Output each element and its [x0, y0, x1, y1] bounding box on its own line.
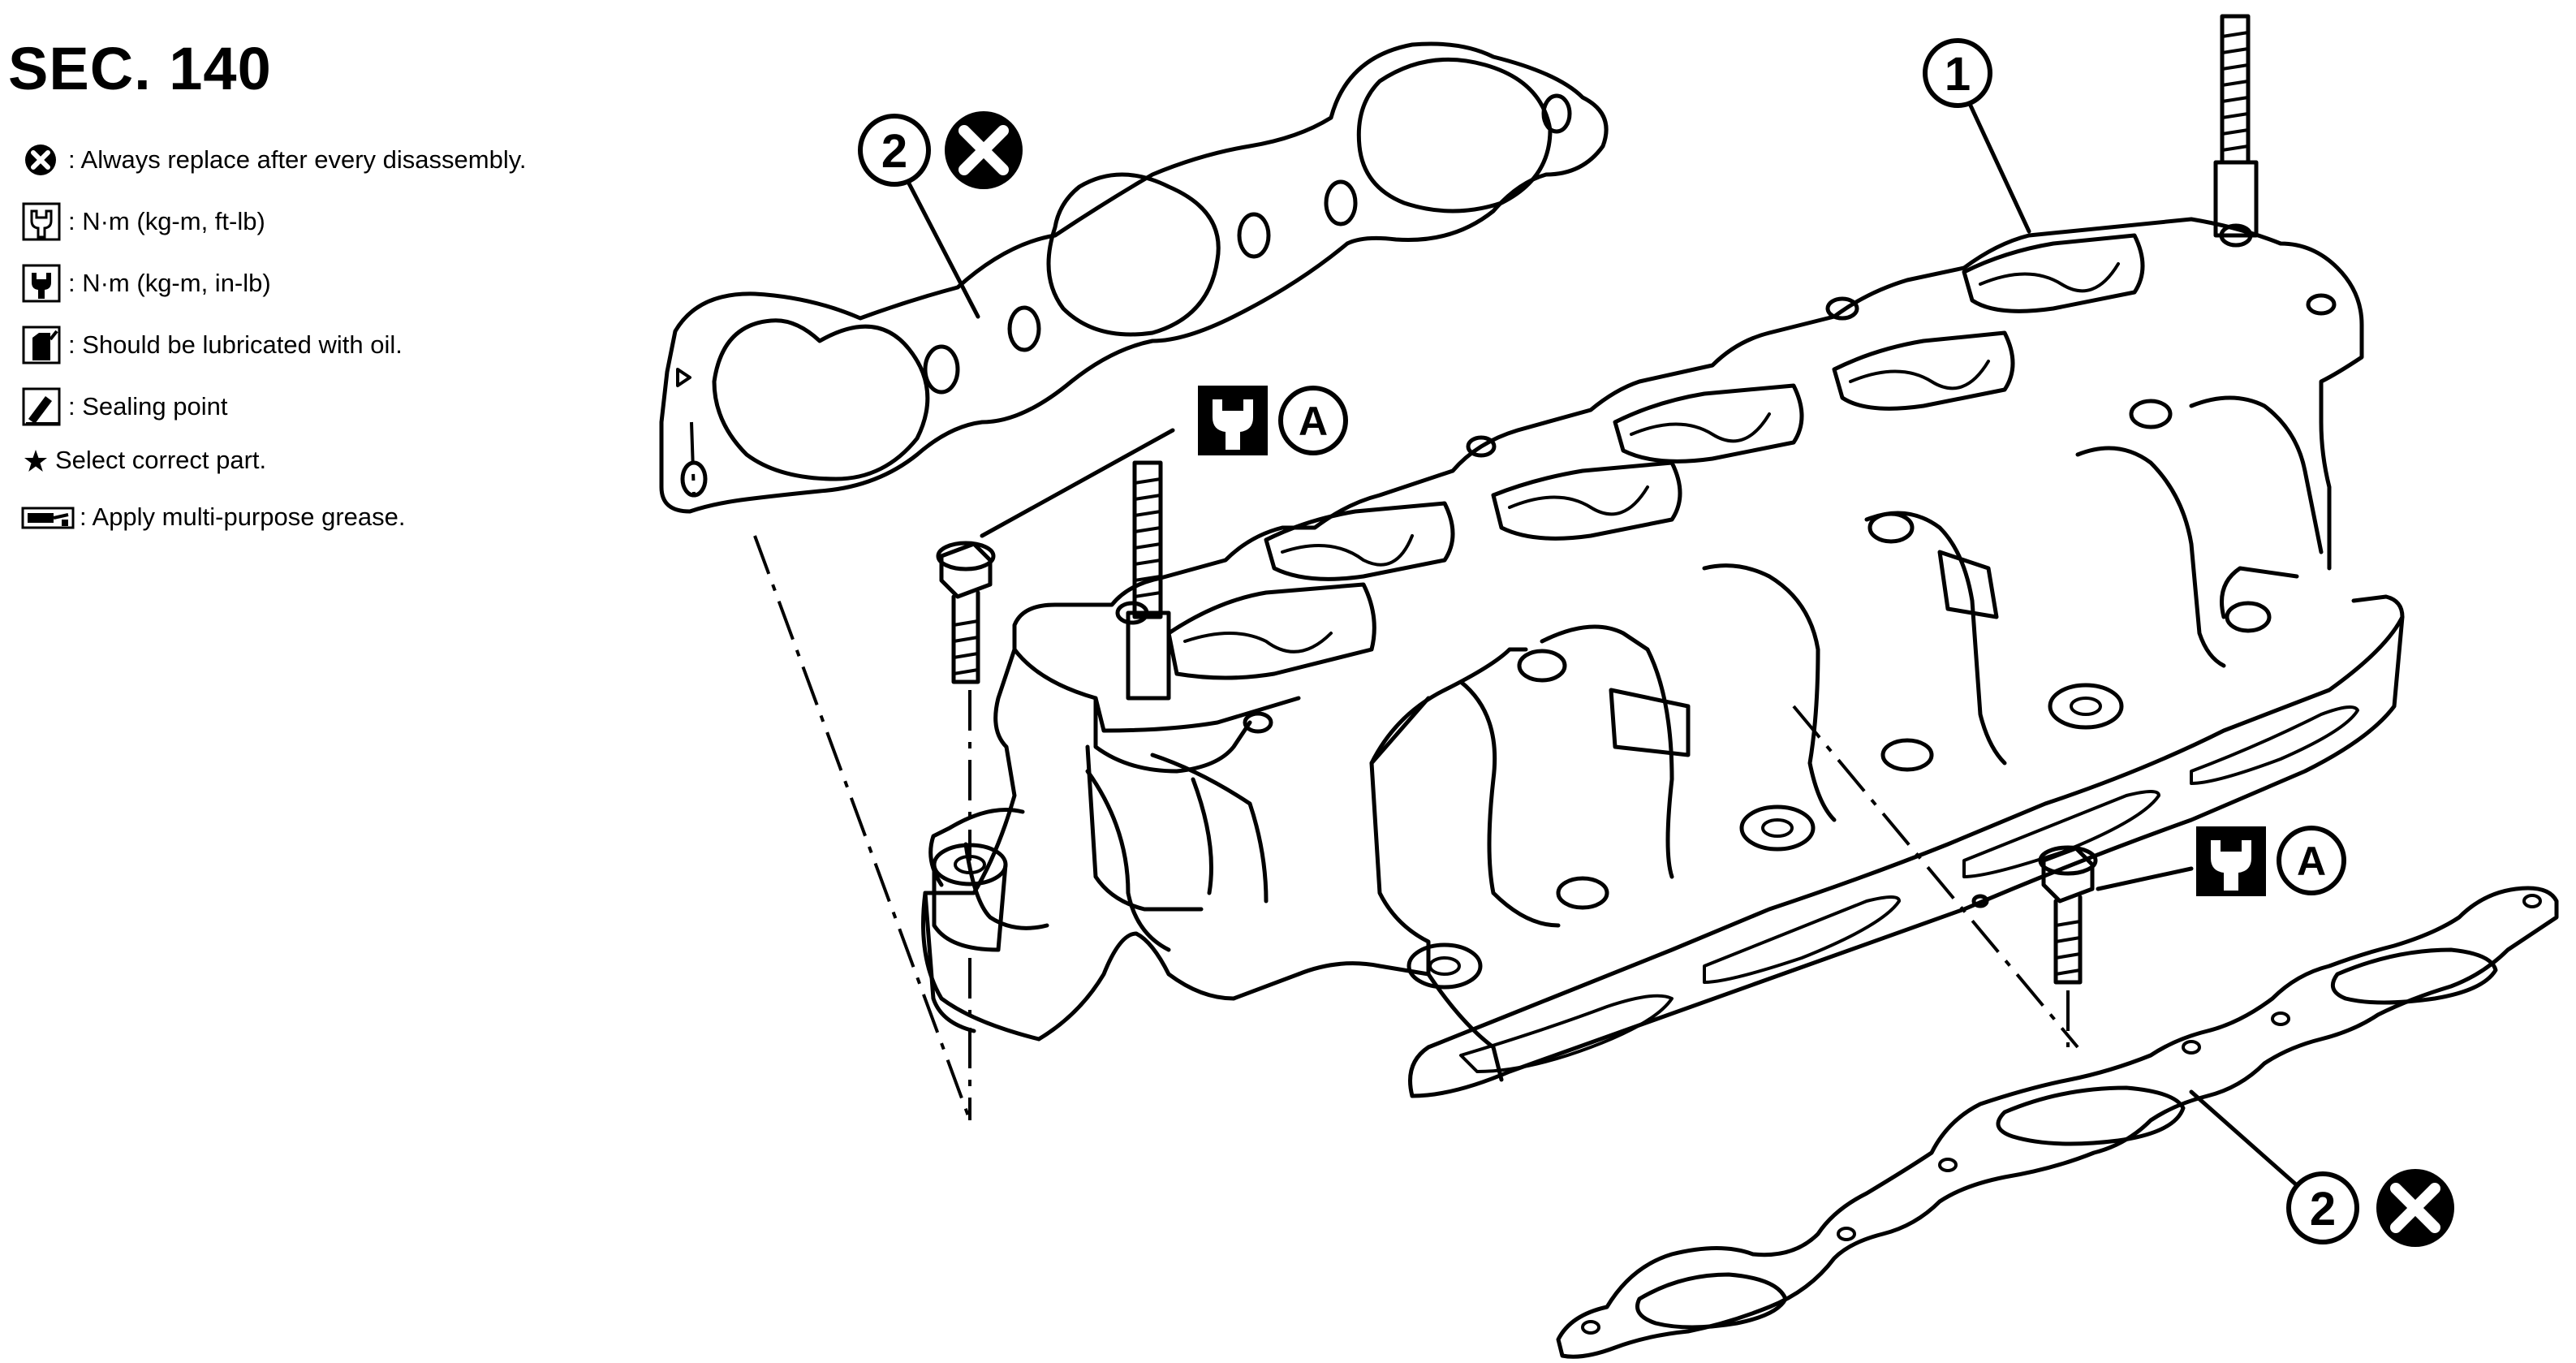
- star-icon: [21, 440, 50, 481]
- legend-label: : Always replace after every disassembly…: [68, 145, 527, 174]
- legend-item-torque-inlb: : N·m (kg-m, in-lb): [21, 263, 271, 304]
- callout-label: A: [2297, 839, 2326, 884]
- callout-part-2-lower: 2: [2189, 1089, 2454, 1247]
- callout-torque-a-right: A: [2096, 826, 2346, 896]
- x-circle-icon: [21, 140, 63, 180]
- torque-wrench-icon: [21, 201, 63, 242]
- torque-wrench-icon: [2196, 826, 2266, 896]
- legend-item-oil: : Should be lubricated with oil.: [21, 325, 403, 365]
- callout-part-1: 1: [1923, 38, 2031, 234]
- callout-label: 2: [2310, 1183, 2336, 1236]
- legend-label: Select correct part.: [55, 446, 267, 474]
- callout-label: A: [1299, 399, 1328, 444]
- lower-gasket: [1556, 886, 2559, 1359]
- sealant-icon: [21, 386, 63, 427]
- legend-item-replace: : Always replace after every disassembly…: [21, 140, 527, 180]
- legend-label: : N·m (kg-m, in-lb): [68, 269, 271, 297]
- x-circle-icon: [2376, 1169, 2454, 1247]
- upper-gasket: [659, 41, 1609, 1121]
- legend-label: : N·m (kg-m, ft-lb): [68, 207, 265, 235]
- legend-item-torque-ftlb: : N·m (kg-m, ft-lb): [21, 201, 265, 242]
- grease-gun-icon: [21, 497, 75, 537]
- intake-manifold: [921, 14, 2405, 1120]
- x-circle-icon: [945, 111, 1023, 189]
- callout-label: 2: [881, 125, 907, 178]
- legend-label: : Sealing point: [68, 392, 228, 421]
- callout-label: 1: [1945, 48, 1971, 101]
- section-title: SEC. 140: [8, 35, 272, 102]
- legend-item-sealing: : Sealing point: [21, 386, 227, 427]
- legend-label: : Apply multi-purpose grease.: [80, 502, 406, 531]
- oil-can-icon: [21, 325, 63, 365]
- callout-torque-a-left: A: [980, 386, 1348, 538]
- legend-item-grease: : Apply multi-purpose grease.: [21, 497, 406, 537]
- torque-wrench-icon: [1198, 386, 1268, 455]
- legend-label: : Should be lubricated with oil.: [68, 330, 403, 359]
- legend-item-select-part: Select correct part.: [21, 440, 266, 481]
- torque-wrench-filled-icon: [21, 263, 63, 304]
- callout-part-2-upper: 2: [858, 111, 1023, 319]
